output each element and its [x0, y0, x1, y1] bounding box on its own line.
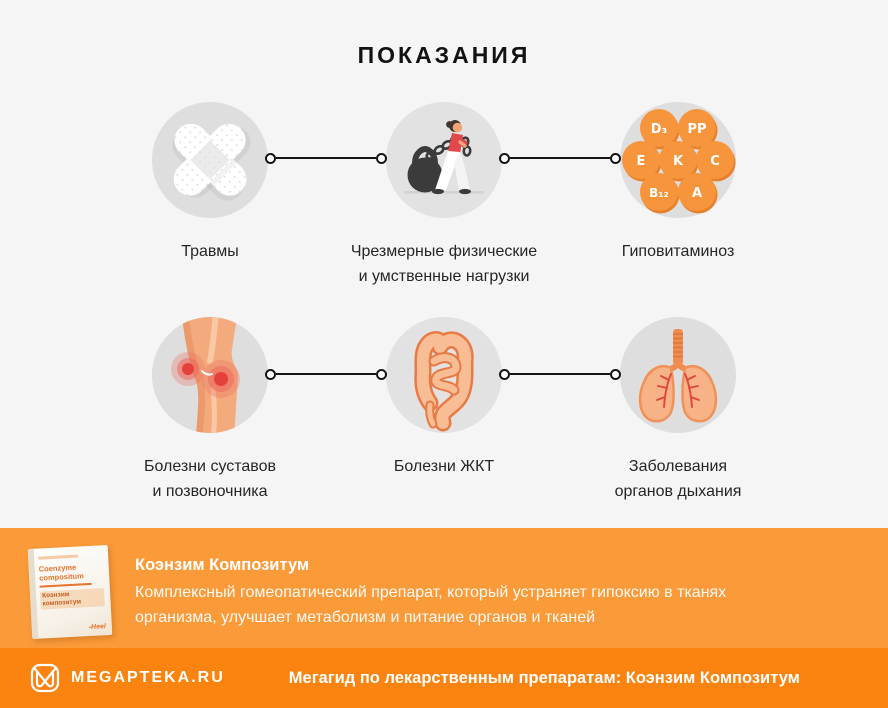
vitamin-label: A	[692, 186, 702, 201]
page-title: ПОКАЗАНИЯ	[357, 42, 531, 68]
connector-ring	[376, 152, 387, 164]
connector-ring	[265, 152, 276, 164]
indication-label-overload: Чрезмерные физические и умственные нагру…	[350, 243, 538, 285]
product-box-brand: -Heel	[88, 623, 107, 632]
indication-circle-gastro	[386, 317, 502, 433]
vitamins-icon: D₃ PP E K C B₁₂	[622, 109, 736, 214]
connector-line	[499, 150, 621, 166]
indication-circle-respiratory	[620, 317, 736, 433]
vitamin-label: E	[637, 154, 646, 169]
vitamin-label: PP	[687, 122, 706, 137]
vitamin-label: B₁₂	[649, 186, 669, 200]
connector-line	[265, 366, 387, 382]
lungs-icon	[638, 329, 718, 423]
connector-ring	[610, 152, 621, 164]
indication-circle-overload	[386, 102, 502, 218]
indication-circle-injuries	[152, 102, 268, 218]
connector-ring	[265, 368, 276, 380]
connector-ring	[499, 368, 510, 380]
product-box-ru-name: Коэнзим композитум	[39, 588, 105, 610]
product-band	[0, 528, 888, 648]
knee-icon	[152, 317, 268, 433]
indication-label-joints: Болезни суставов и позвоночника	[143, 458, 277, 500]
vitamin-label: D₃	[651, 122, 668, 137]
indication-label-injuries: Травмы	[181, 243, 239, 260]
product-box-image: Coenzyme compositum Коэнзим композитум -…	[27, 544, 113, 640]
vitamin-label: K	[673, 154, 684, 169]
connector-line	[499, 366, 621, 382]
connector-ring	[499, 152, 510, 164]
product-description: Комплексный гомеопатический препарат, ко…	[135, 584, 727, 626]
indication-label-gastro: Болезни ЖКТ	[393, 458, 495, 475]
vitamin-label: C	[710, 154, 720, 169]
footer-brand: MEGAPTEKA.RU	[71, 669, 225, 686]
indication-label-respiratory: Заболевания органов дыхания	[614, 458, 742, 500]
connector-ring	[376, 368, 387, 380]
megapteka-logo-icon	[30, 663, 60, 693]
intestines-icon	[414, 331, 474, 432]
footer-caption: Мегагид по лекарственным препаратам: Коэ…	[288, 668, 800, 687]
indication-circle-joints	[152, 317, 268, 433]
connector-ring	[610, 368, 621, 380]
connector-line	[265, 150, 387, 166]
product-info: Коэнзим Композитум Комплексный гомеопати…	[135, 556, 783, 631]
overload-icon	[404, 120, 484, 195]
bandage-icon	[172, 123, 251, 201]
indication-label-hypovitaminosis: Гиповитаминоз	[621, 243, 735, 260]
footer-bar: MEGAPTEKA.RU Мегагид по лекарственным пр…	[0, 648, 888, 708]
indication-circle-hypovitaminosis: D₃ PP E K C B₁₂	[620, 102, 736, 218]
product-box-latin-name: Coenzyme compositum	[38, 562, 84, 583]
product-name: Коэнзим Композитум	[135, 556, 310, 574]
